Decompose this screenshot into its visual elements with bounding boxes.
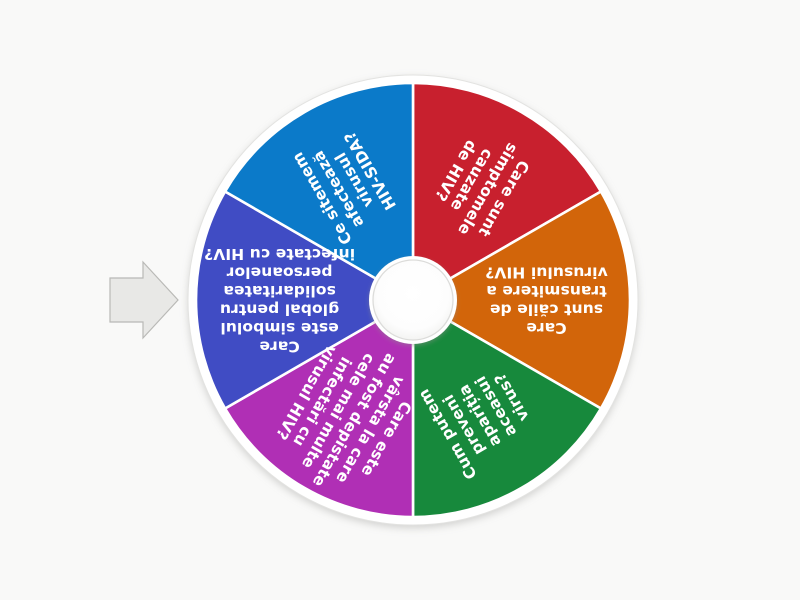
segment-label-line: sunt căile de bbox=[490, 300, 603, 318]
segment-indigo[interactable] bbox=[194, 189, 416, 411]
wheel-segments[interactable] bbox=[194, 81, 632, 519]
pointer-arrow-icon bbox=[109, 260, 179, 340]
segment-label-line: transmitere a bbox=[486, 282, 606, 300]
segment-green[interactable] bbox=[411, 297, 603, 519]
segment-label-line: este simbolul bbox=[220, 319, 338, 337]
segment-magenta[interactable] bbox=[223, 297, 415, 519]
wheel-hub[interactable] bbox=[372, 259, 454, 341]
segment-label-line: Care bbox=[259, 337, 299, 355]
segment-label-line: global pentru bbox=[220, 300, 339, 318]
segment-red[interactable] bbox=[411, 81, 603, 303]
wheel-pointer bbox=[109, 260, 179, 340]
segment-label-line: virusului HIV? bbox=[485, 263, 608, 281]
segment-label-line: persoanelor bbox=[226, 263, 332, 281]
segment-label-line: solidaritatea bbox=[223, 282, 336, 300]
segment-label-line: Care bbox=[526, 319, 566, 337]
segment-orange[interactable] bbox=[410, 189, 632, 411]
segment-label-line: infectate cu HIV? bbox=[204, 245, 355, 263]
wheel-rim-outline bbox=[187, 74, 639, 526]
segment-blue[interactable] bbox=[223, 81, 415, 303]
